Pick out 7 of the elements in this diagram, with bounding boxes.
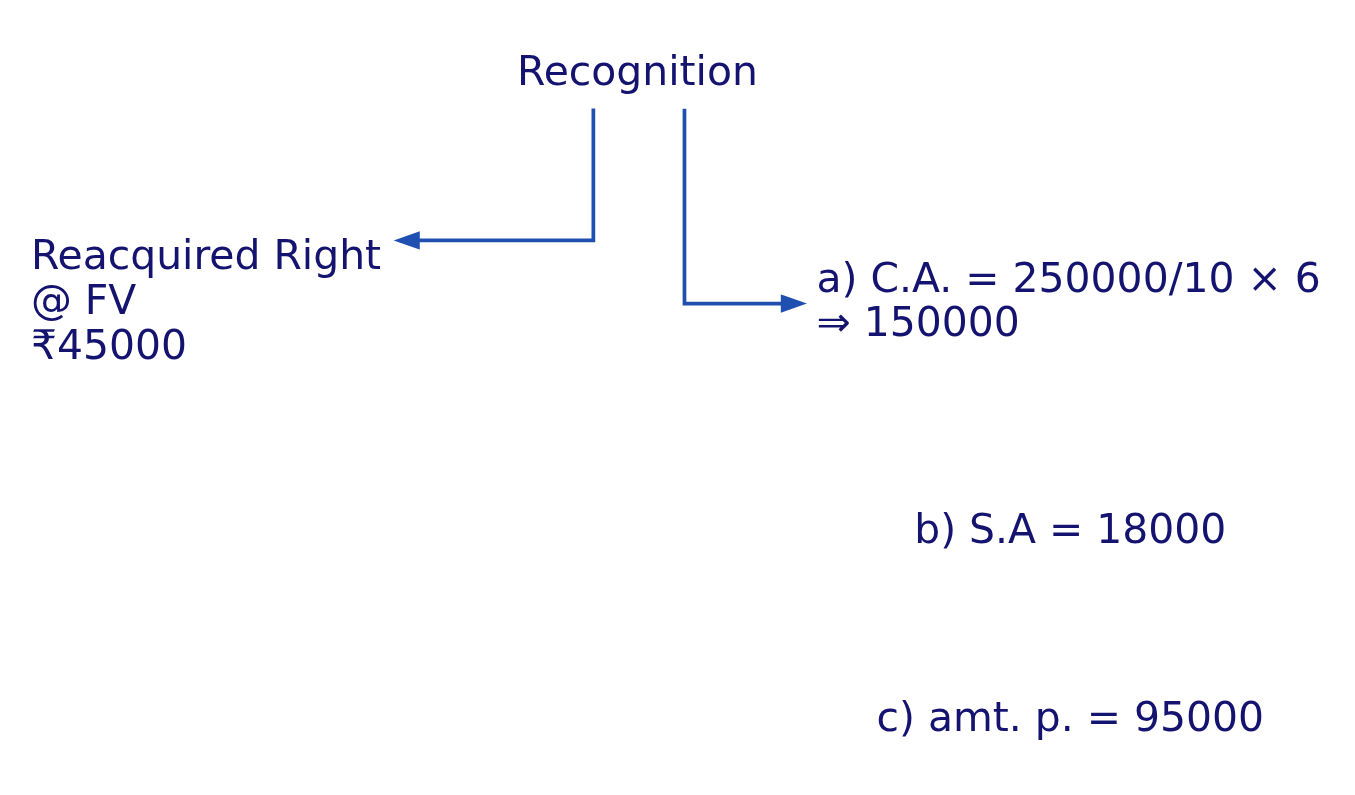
node-text: Recognition bbox=[517, 47, 758, 96]
label: b) S.A = 18000 bbox=[914, 504, 1227, 553]
node-text: a) C.A. = 250000/10 × 6 ⇒ 150000 bbox=[816, 253, 1321, 347]
label: c) amt. p. = 95000 bbox=[876, 692, 1265, 741]
node-text: Reacquired Right @ FV ₹45000 bbox=[30, 231, 382, 369]
arrow bbox=[682, 108, 807, 313]
arrow bbox=[393, 108, 596, 250]
